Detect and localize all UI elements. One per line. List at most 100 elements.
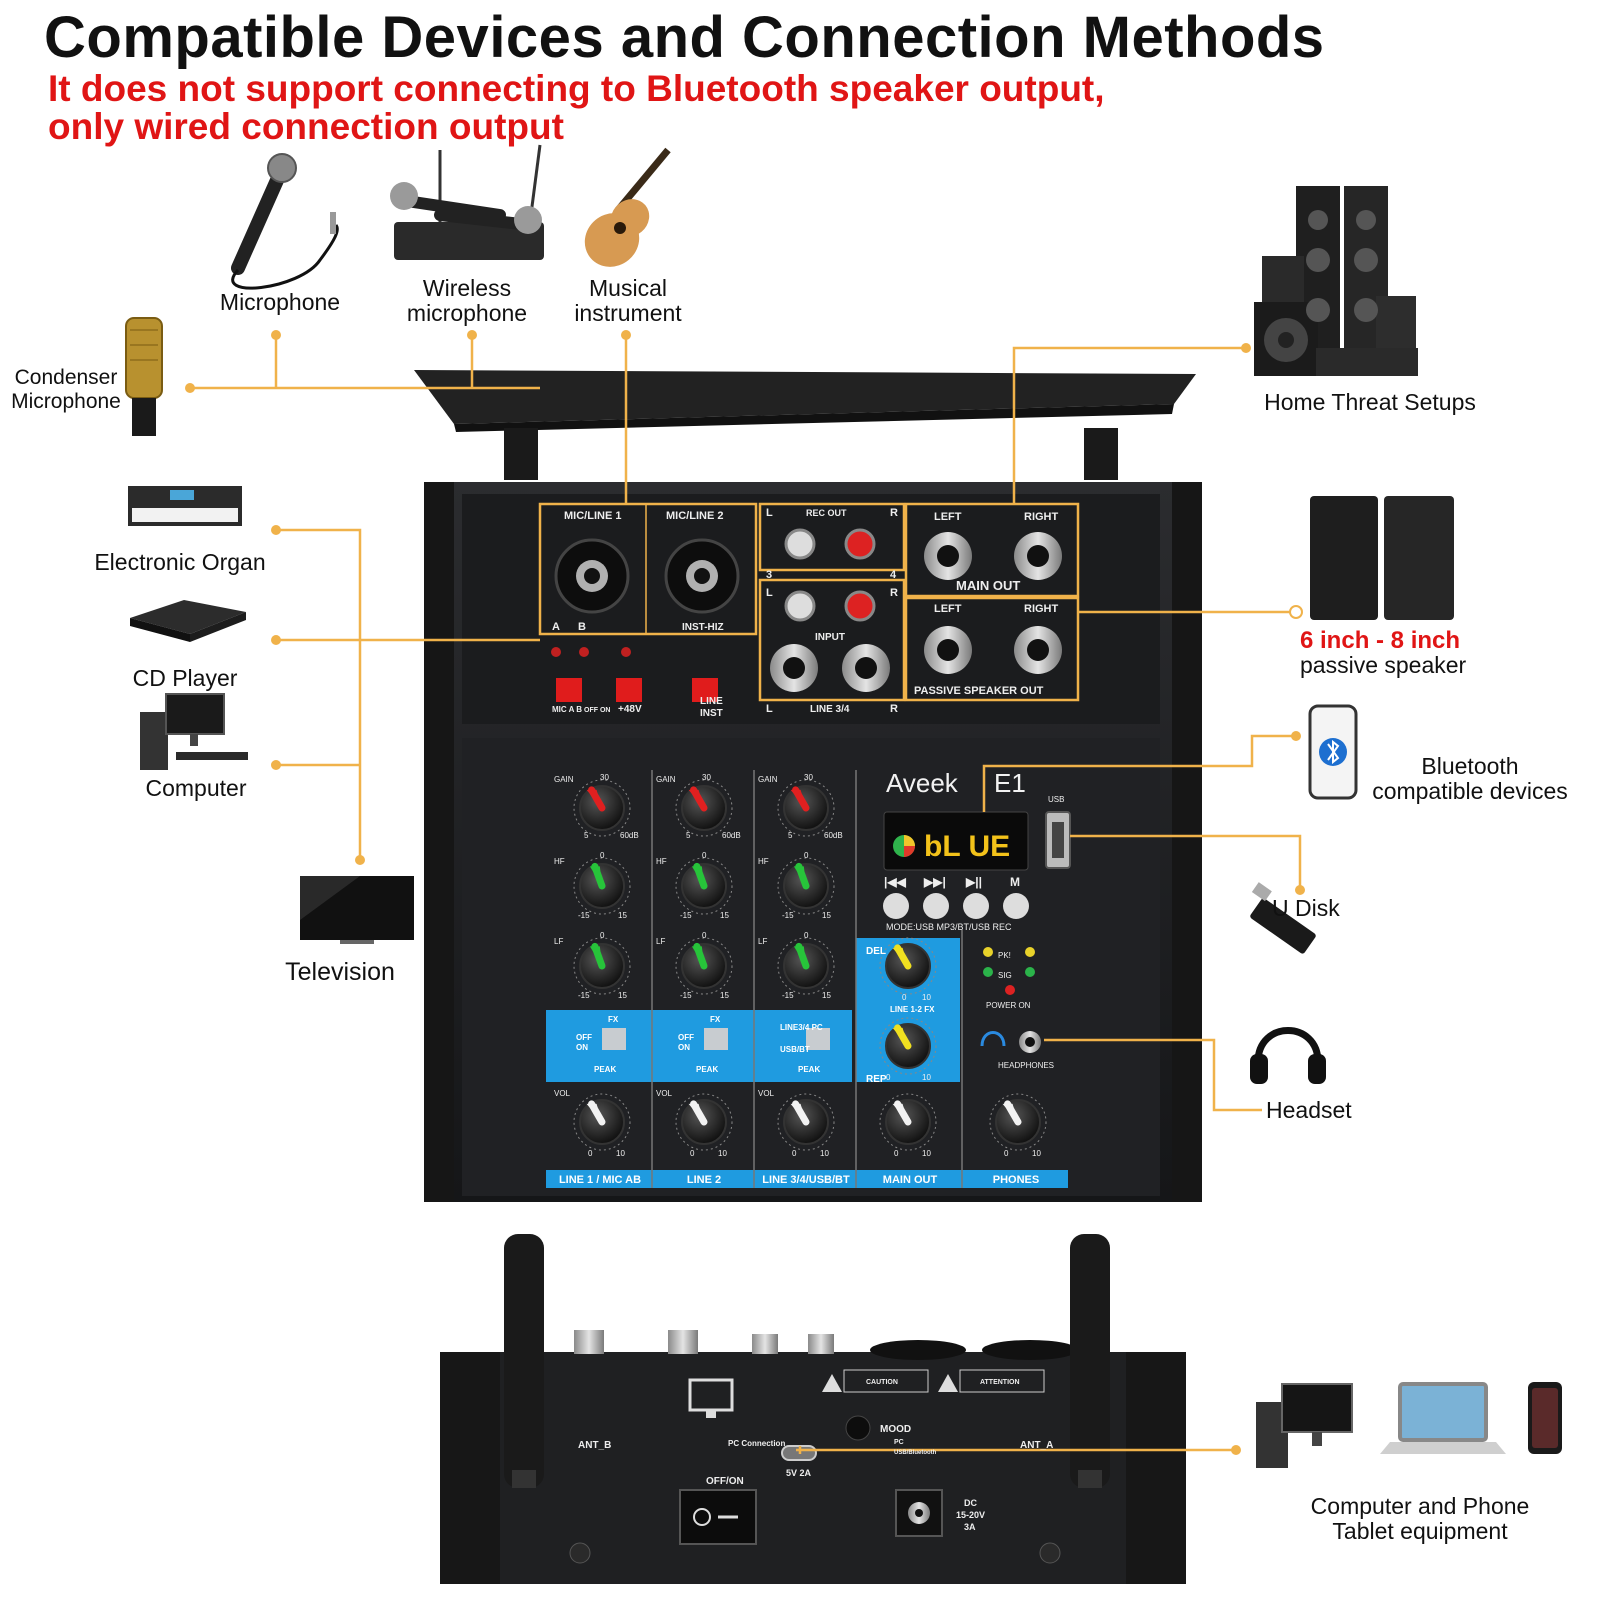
page-title: Compatible Devices and Connection Method… [44, 5, 1325, 70]
input-left-rca[interactable] [784, 590, 816, 622]
lf-max-label: 15 [618, 991, 627, 1000]
main-out-label: MAIN OUT [956, 578, 1020, 593]
passive-out-right-jack[interactable] [1014, 626, 1062, 674]
gain-db-label: 60dB [620, 831, 639, 840]
prev-button[interactable] [883, 893, 909, 919]
wireless-microphone-icon [390, 144, 544, 260]
sig-label: SIG [998, 971, 1012, 980]
lf-min-label: -15 [680, 991, 692, 1000]
next-button[interactable] [923, 893, 949, 919]
hf-label: HF [554, 857, 565, 866]
brand-label: Aveek [886, 768, 959, 798]
inst-label: INST [700, 708, 723, 719]
ant-a-label: ANT_A [1020, 1440, 1053, 1451]
channel-label-3: MAIN OUT [883, 1174, 938, 1186]
pc-monitor-icon [688, 1378, 734, 1418]
gain-min-label: 5 [686, 831, 691, 840]
electronic-organ-icon [128, 486, 242, 526]
cd-player-label: CD Player [132, 665, 238, 691]
passive-out-left-jack[interactable] [924, 626, 972, 674]
jack-b-label: B [578, 621, 586, 633]
lcd-display: bL UE [924, 830, 1010, 863]
mic-line-2-label: MIC/LINE 2 [666, 510, 723, 522]
gain-label: GAIN [554, 775, 574, 784]
antenna-a[interactable] [1070, 1234, 1110, 1488]
gain-knob-2[interactable]: GAIN 30 5 60dB [656, 773, 741, 840]
gain-label: GAIN [656, 775, 676, 784]
line34-right-jack[interactable] [842, 644, 890, 692]
computer-phone-label: Computer and Phone Tablet equipment [1290, 1494, 1550, 1544]
vol-label: VOL [656, 1089, 673, 1098]
phones-max-label: 10 [1032, 1149, 1041, 1158]
gain-db-label: 60dB [722, 831, 741, 840]
fx-label: FX [608, 1015, 619, 1024]
line34-label: LINE 3/4 [810, 704, 850, 715]
condenser-label-line1: Condenser [14, 366, 118, 389]
peak-label: PEAK [696, 1065, 718, 1074]
model-label: E1 [994, 768, 1026, 798]
rec-out-right-jack[interactable] [844, 528, 876, 560]
transport-label-1: ▶▶| [923, 875, 946, 889]
wireless-mic-label-line2: microphone [406, 300, 528, 326]
main-out-left-jack[interactable] [924, 532, 972, 580]
gain-max-label: 30 [702, 773, 711, 782]
fx-off-label: OFF [678, 1033, 694, 1042]
gain-knob-1[interactable]: GAIN 30 5 60dB [554, 773, 639, 840]
mood-button[interactable] [845, 1415, 871, 1441]
gain-min-label: 5 [584, 831, 589, 840]
mood-usb-label: USB/Bluetooth [894, 1450, 937, 1456]
line34-left-jack[interactable] [770, 644, 818, 692]
microphone-label: Microphone [219, 289, 341, 315]
main-max-label: 10 [922, 1149, 931, 1158]
mic-ab-button[interactable] [556, 678, 582, 702]
udisk-label: U Disk [1272, 895, 1340, 921]
hf-max-label: 15 [822, 911, 831, 920]
gain-max-label: 30 [600, 773, 609, 782]
del-label: DEL [866, 946, 886, 957]
caution-warning-icon [822, 1374, 842, 1392]
instrument-label: Musical instrument [560, 276, 696, 326]
hf-min-label: -15 [782, 911, 794, 920]
connector-lines [190, 335, 1302, 1454]
fx-switch-3[interactable] [806, 1028, 830, 1050]
antenna-b[interactable] [504, 1234, 544, 1488]
lf-label: LF [758, 937, 767, 946]
passive-speaker-label: 6 inch - 8 inch passive speaker [1300, 628, 1500, 678]
combo-jack-2[interactable] [664, 538, 740, 614]
attention-warning-icon [938, 1374, 958, 1392]
combo-jack-1[interactable] [554, 538, 630, 614]
mood-pc-label: PC [894, 1439, 904, 1446]
gain-min-label: 5 [788, 831, 793, 840]
vol-label: VOL [758, 1089, 775, 1098]
rec-out-left-jack[interactable] [784, 528, 816, 560]
input-label: INPUT [815, 632, 845, 643]
mode-button[interactable] [1003, 893, 1029, 919]
mic-ab-label: MIC A B [552, 705, 582, 714]
line-inst-button[interactable] [692, 678, 718, 702]
computer-icon [140, 693, 248, 770]
play-pause-button[interactable] [963, 893, 989, 919]
main-out-right-jack[interactable] [1014, 532, 1062, 580]
input-3-label: 3 [766, 569, 772, 581]
fx-switch-1[interactable] [602, 1028, 626, 1050]
pk-label: PK! [998, 951, 1011, 960]
phantom-power-button[interactable] [616, 678, 642, 702]
input-right-rca[interactable] [844, 590, 876, 622]
home-theater-icon [1254, 186, 1418, 376]
fx-switch-2[interactable] [704, 1028, 728, 1050]
vol-max-label: 10 [820, 1149, 829, 1158]
